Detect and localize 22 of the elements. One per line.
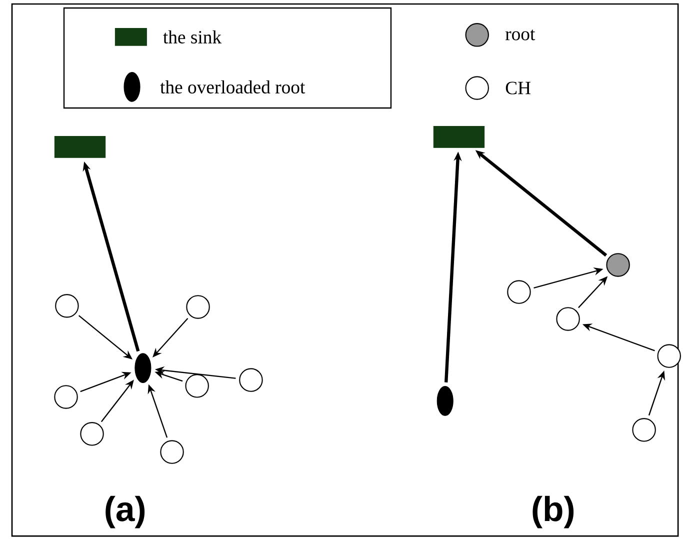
ch-circle <box>632 418 656 442</box>
ch-circle <box>55 294 79 318</box>
root-circle <box>606 253 630 277</box>
sink-rectangle <box>433 126 485 148</box>
panel-label: (a) <box>106 496 145 528</box>
ch-circle <box>54 385 78 409</box>
legend-text: the sink <box>163 30 222 44</box>
overloaded-root-ellipse <box>436 386 454 416</box>
legend-text: the overloaded root <box>160 80 306 94</box>
ch-circle <box>160 440 184 464</box>
ch-circle <box>507 280 531 304</box>
ch-circle <box>185 374 209 398</box>
panel-label: (b) <box>532 496 574 528</box>
ch-circle <box>239 368 263 392</box>
overloaded-root-ellipse <box>134 353 152 383</box>
legend-text: root <box>506 30 536 40</box>
legend-text: CH <box>506 82 530 94</box>
ch-circle <box>657 344 681 368</box>
ch-circle <box>186 295 210 319</box>
ch-circle <box>556 307 580 331</box>
sink-rectangle <box>54 136 106 158</box>
ch-circle <box>80 422 104 446</box>
